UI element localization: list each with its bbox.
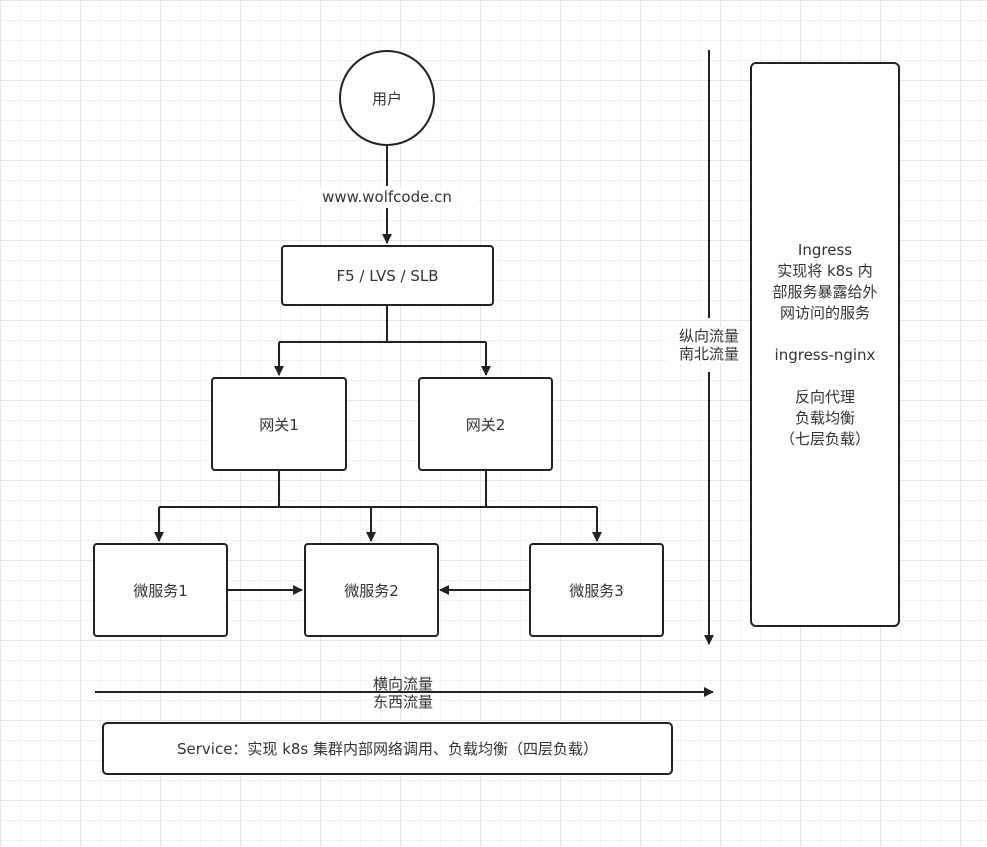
user-node: 用户 [339,50,435,146]
microservice-1-node: 微服务1 [93,543,228,637]
microservice-2-label: 微服务2 [344,581,399,600]
service-box: Service：实现 k8s 集群内部网络调用、负载均衡（四层负载） [102,722,673,775]
load-balancer-node: F5 / LVS / SLB [281,245,494,306]
load-balancer-label: F5 / LVS / SLB [336,266,439,285]
gateway-2-label: 网关2 [465,415,506,434]
ingress-feature-3: （七层负载） [779,430,870,448]
horizontal-flow-label: 横向流量 东西流量 [353,675,453,711]
microservice-2-node: 微服务2 [304,543,439,637]
ingress-feature-2: 负载均衡 [794,409,855,427]
domain-label-text: www.wolfcode.cn [322,188,452,206]
ingress-panel: Ingress 实现将 k8s 内 部服务暴露给外 网访问的服务 ingress… [750,62,900,627]
ingress-desc-line-3: 网访问的服务 [779,304,870,322]
horizontal-flow-label-2: 东西流量 [372,693,433,711]
gateway-2-node: 网关2 [418,377,553,471]
vertical-flow-label-2: 南北流量 [678,345,739,363]
horizontal-flow-label-1: 横向流量 [372,675,433,693]
microservice-3-node: 微服务3 [529,543,664,637]
microservice-1-label: 微服务1 [133,581,188,600]
ingress-desc-line-1: 实现将 k8s 内 [777,262,873,280]
service-box-text: Service：实现 k8s 集群内部网络调用、负载均衡（四层负载） [176,740,599,758]
microservice-3-label: 微服务3 [569,581,624,600]
ingress-desc-line-2: 部服务暴露给外 [772,283,878,301]
user-node-label: 用户 [371,89,402,108]
ingress-title: Ingress [797,241,853,259]
vertical-flow-label-1: 纵向流量 [678,327,739,345]
gateway-1-node: 网关1 [211,377,347,471]
gateway-1-label: 网关1 [259,415,299,434]
vertical-flow-label: 纵向流量 南北流量 [668,327,750,363]
ingress-impl: ingress-nginx [774,346,876,364]
ingress-feature-1: 反向代理 [794,388,855,406]
domain-label: www.wolfcode.cn [297,188,477,206]
